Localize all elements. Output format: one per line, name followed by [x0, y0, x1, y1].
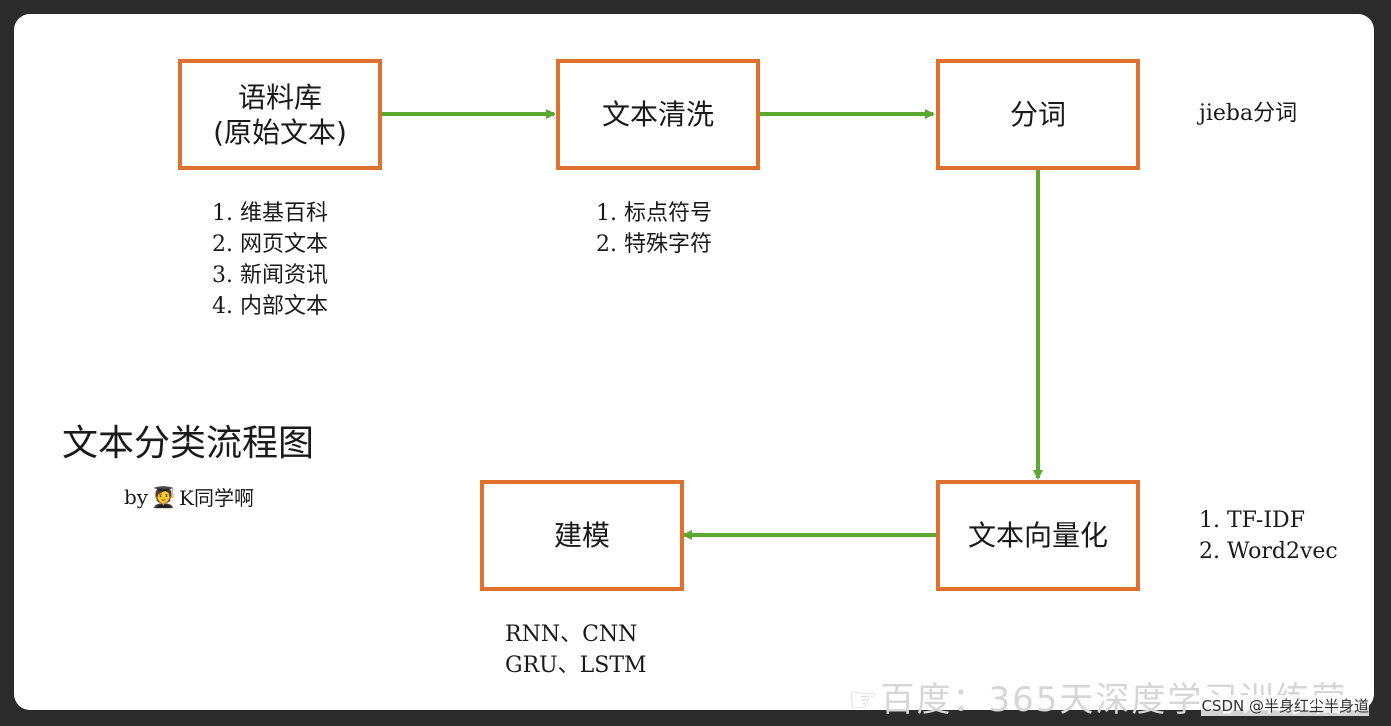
student-icon: 🧑‍🎓 — [151, 484, 177, 509]
byline: by 🧑‍🎓 K同学啊 — [124, 482, 254, 511]
node-cleaning: 文本清洗 — [556, 59, 760, 170]
node-modeling-label: 建模 — [553, 519, 610, 552]
node-corpus-sublabel: (原始文本) — [213, 115, 347, 149]
modeling-methods-list: RNN、CNN GRU、LSTM — [505, 619, 647, 681]
vectorization-methods-list: 1. TF-IDF 2. Word2vec — [1199, 505, 1338, 567]
list-item: 2. 网页文本 — [212, 232, 328, 257]
list-item: 2. 特殊字符 — [596, 232, 712, 257]
list-item: 1. TF-IDF — [1199, 508, 1305, 533]
node-segmentation: 分词 — [936, 59, 1140, 170]
node-modeling: 建模 — [480, 480, 684, 591]
cleaning-targets-list: 1. 标点符号 2. 特殊字符 — [596, 198, 712, 260]
list-item: 2. Word2vec — [1199, 539, 1338, 564]
list-item: 1. 维基百科 — [212, 201, 328, 226]
node-corpus: 语料库 (原始文本) — [178, 59, 382, 170]
node-vectorization-label: 文本向量化 — [967, 519, 1108, 552]
list-item: RNN、CNN — [505, 622, 638, 647]
list-item: 1. 标点符号 — [596, 201, 712, 226]
node-vectorization: 文本向量化 — [936, 480, 1140, 591]
list-item: jieba分词 — [1199, 101, 1298, 126]
node-cleaning-label: 文本清洗 — [601, 98, 714, 131]
list-item: 3. 新闻资讯 — [212, 263, 328, 288]
node-corpus-label: 语料库 — [237, 80, 322, 114]
byline-prefix: by — [124, 484, 149, 509]
credit-label: CSDN @半身红尘半身道 — [1201, 695, 1369, 716]
list-item: GRU、LSTM — [505, 653, 647, 678]
list-item: 4. 内部文本 — [212, 294, 328, 319]
segmentation-tool-note: jieba分词 — [1199, 98, 1297, 129]
diagram-title: 文本分类流程图 — [62, 423, 315, 464]
corpus-sources-list: 1. 维基百科 2. 网页文本 3. 新闻资讯 4. 内部文本 — [212, 198, 328, 322]
node-segmentation-label: 分词 — [1009, 98, 1066, 131]
byline-author: K同学啊 — [179, 486, 254, 510]
